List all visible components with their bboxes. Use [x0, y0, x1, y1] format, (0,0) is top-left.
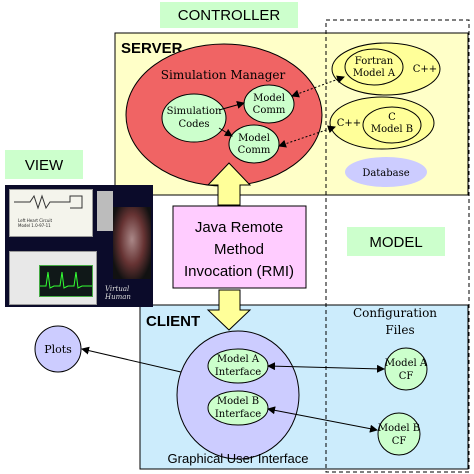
model-a-cf-node: Model A CF [384, 347, 428, 391]
database-label: Database [362, 168, 409, 179]
model-comm-2-line1: Model [238, 133, 270, 144]
codes-to-comm2-arrow [218, 127, 233, 137]
client-label: CLIENT [146, 313, 200, 330]
model-b-interface-line1: Model B [217, 396, 259, 407]
control-panel [97, 191, 113, 231]
comm2-to-cmodel-arrow [278, 125, 336, 148]
comm1-to-fortran-arrow [291, 75, 345, 98]
controller-label: CONTROLLER [178, 7, 281, 24]
fortran-model-node: Fortran Model A C++ [331, 42, 441, 96]
model-b-interface-line2: Interface [215, 409, 261, 420]
model-a-interface-line2: Interface [215, 367, 261, 378]
virtual-human-caption: Virtual Human [105, 285, 131, 301]
gui-to-plots-arrow [81, 346, 182, 373]
view-screenshot: Left Heart Circuit Model 1.0-97-11 Virtu… [5, 185, 153, 307]
codes-to-comm1-arrow [218, 101, 245, 111]
circuit-diagram-icon [14, 194, 83, 210]
scope-plot [39, 265, 93, 297]
config-files-line1: Configuration [353, 306, 437, 320]
gui-label: Graphical User Interface [168, 451, 309, 466]
rmi-down-arrow [206, 289, 252, 331]
c-model-line1: C [388, 112, 396, 123]
model-b-cf-line2: CF [392, 436, 407, 447]
rmi-line2: Method [214, 241, 264, 258]
model-a-interface-line1: Model A [217, 354, 260, 365]
model-b-interface-node: Model B Interface [207, 390, 269, 426]
model-comm-1-line1: Model [253, 93, 285, 104]
model-comm-1-line2: Comm [253, 105, 286, 116]
c-cpp-label: C++ [337, 118, 361, 129]
model-a-interface-node: Model A Interface [207, 348, 269, 384]
rmi-box: Java Remote Method Invocation (RMI) [172, 205, 307, 289]
model-label: MODEL [369, 234, 422, 251]
model-label-box: MODEL [347, 227, 445, 256]
model-a-cf-line1: Model A [385, 358, 428, 369]
screenshot-text-line2: Model 1.0-97-11 [18, 223, 51, 228]
model-region [325, 19, 470, 473]
c-model-node: C Model B C++ [329, 96, 435, 150]
circuit-window: Left Heart Circuit Model 1.0-97-11 [9, 189, 93, 237]
fortran-model-line1: Fortran [355, 56, 394, 67]
model-comm-1-node: Model Comm [243, 84, 295, 124]
plots-label: Plots [44, 343, 72, 356]
config-files-line2: Files [385, 323, 414, 337]
fortran-cpp-label: C++ [413, 64, 437, 75]
rmi-line1: Java Remote [195, 219, 283, 236]
model-b-interface-to-cf-arrow [267, 406, 378, 433]
model-a-interface-to-cf-arrow [267, 362, 385, 373]
plots-node: Plots [34, 325, 82, 373]
database-node: Database [345, 157, 427, 187]
server-label: SERVER [121, 40, 183, 57]
screenshot-text-line1: Left Heart Circuit [18, 218, 53, 223]
model-b-cf-node: Model B CF [377, 412, 421, 456]
rmi-up-arrow [206, 162, 252, 206]
human-figure [113, 207, 151, 279]
c-model-line2: Model B [371, 124, 413, 135]
simulation-codes-line1: Simulation [167, 106, 222, 117]
model-comm-2-line2: Comm [238, 145, 271, 156]
simulation-codes-node: Simulation Codes [161, 93, 227, 143]
model-a-cf-line2: CF [399, 371, 414, 382]
controller-box: CONTROLLER [160, 2, 298, 28]
view-label: VIEW [25, 157, 64, 174]
view-box: VIEW [5, 150, 83, 179]
rmi-line3: Invocation (RMI) [184, 263, 294, 280]
model-comm-2-node: Model Comm [228, 124, 280, 164]
simulation-codes-line2: Codes [178, 119, 209, 130]
fortran-model-line2: Model A [353, 68, 396, 79]
model-b-cf-line1: Model B [378, 423, 420, 434]
simulation-manager-label: Simulation Manager [161, 68, 286, 82]
